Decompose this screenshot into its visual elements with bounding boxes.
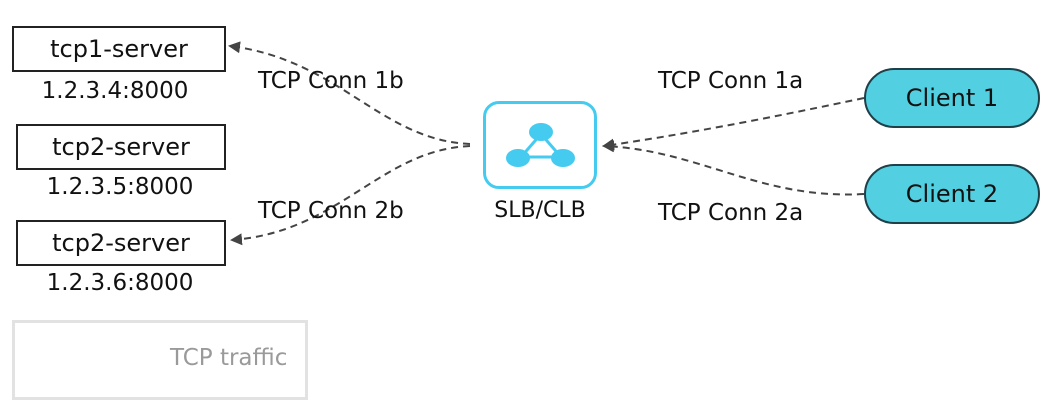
conn-2a-label: TCP Conn 2a: [658, 200, 804, 226]
conn-2b-line: [230, 145, 471, 246]
server-name: tcp2-server: [52, 133, 190, 161]
server-tcp2-b: tcp2-server: [16, 220, 226, 266]
server-address: 1.2.3.4:8000: [41, 78, 189, 104]
conn-1b-label: TCP Conn 1b: [258, 68, 404, 94]
conn-1b-line: [228, 41, 471, 145]
slb-label: SLB/CLB: [494, 198, 586, 223]
slb-node: [483, 101, 597, 189]
client-label: Client 1: [905, 84, 999, 112]
client-1: Client 1: [864, 68, 1040, 128]
conn-1a-label: TCP Conn 1a: [658, 68, 804, 94]
legend-box: [12, 320, 308, 400]
client-2: Client 2: [864, 164, 1040, 224]
server-tcp1: tcp1-server: [12, 26, 226, 72]
legend-label: TCP traffic: [170, 345, 288, 371]
client-label: Client 2: [905, 180, 999, 208]
server-name: tcp2-server: [52, 229, 190, 257]
conn-2b-label: TCP Conn 2b: [258, 198, 404, 224]
server-address: 1.2.3.5:8000: [46, 174, 194, 200]
server-tcp2-a: tcp2-server: [16, 124, 226, 170]
network-topology-icon: [506, 123, 575, 167]
conn-1a-line: [602, 97, 865, 151]
server-name: tcp1-server: [50, 35, 188, 63]
server-address: 1.2.3.6:8000: [46, 270, 194, 296]
conn-2a-line: [602, 140, 865, 196]
